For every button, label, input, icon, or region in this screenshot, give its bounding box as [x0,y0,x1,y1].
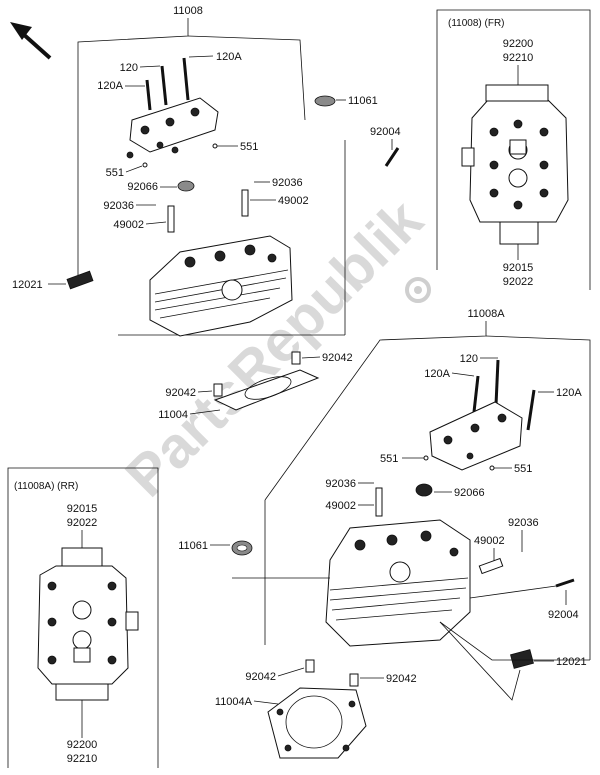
rear-label-92066: 92066 [454,487,485,499]
front-label-92042-upper: 92042 [322,352,353,364]
rear-seal-11061 [231,540,253,556]
front-label-11004: 11004 [158,409,188,421]
front-seal-92066 [177,180,195,192]
rear-label-120a-left: 120A [424,368,450,380]
rear-plug-12021 [510,649,534,669]
inset-rr-code-92022: 92022 [67,517,98,529]
front-dowel-upper [291,351,301,365]
rear-rocker-bracket [429,401,523,471]
front-label-92036-right: 92036 [272,177,303,189]
front-label-120: 120 [120,62,138,74]
rear-label-11061: 11061 [178,540,208,552]
rear-label-92042-right: 92042 [386,673,417,685]
rear-head-assembly: 11008A 120 120A 120A 551 551 92036 49002 [178,308,591,759]
inset-fr-code-92022: 92022 [503,276,534,288]
rear-cylinder-head-illustration [325,519,471,647]
inset-rr-head-illustration [37,547,139,701]
inset-rr-title: (11008A) (RR) [14,481,78,492]
inset-fr-head-illustration [461,84,569,245]
front-label-92066: 92066 [127,181,158,193]
rear-label-92036-right: 92036 [508,517,539,529]
watermark-gear-icon [405,277,431,303]
inset-rr-code-92015: 92015 [67,503,98,515]
front-label-49002-right: 49002 [278,195,309,207]
front-head-assembly: 11008 120 120A 120A 551 551 [12,5,401,421]
rear-label-12021: 12021 [556,656,587,668]
rear-label-120: 120 [460,353,478,365]
inset-rr-code-92210: 92210 [67,753,98,765]
front-label-92004: 92004 [370,126,401,138]
inset-front-head: (11008) (FR) 92200 92210 92015 92022 [436,9,591,290]
inset-fr-title: (11008) (FR) [448,18,505,29]
front-label-92036-left: 92036 [103,200,134,212]
rear-label-551-left: 551 [380,453,398,465]
front-dowel-lower [213,383,223,397]
front-label-551-right: 551 [240,141,258,153]
front-cylinder-head-illustration [149,235,293,337]
rear-dowel-left [305,659,315,673]
front-bolts [145,57,190,111]
inset-fr-code-92210: 92210 [503,52,534,64]
rear-dowel-right [349,673,359,687]
rear-label-11004a: 11004A [215,696,253,708]
rear-label-49002-left: 49002 [325,500,356,512]
front-head-gasket-11004 [213,369,320,411]
front-direction-arrow-icon [10,22,52,60]
front-rocker-bracket [126,97,219,159]
front-label-49002-left: 49002 [113,219,144,231]
front-label-551-left: 551 [106,167,124,179]
front-label-11061: 11061 [348,95,378,107]
front-label-12021: 12021 [12,279,43,291]
rear-head-gasket-11004a [267,687,367,759]
inset-rear-head: (11008A) (RR) 92015 92022 92200 92210 [7,467,159,768]
rear-label-92004: 92004 [548,609,579,621]
rear-valve-guide-left [375,487,383,517]
rear-seal-92066 [415,483,433,497]
rear-label-92036-left: 92036 [325,478,356,490]
front-label-92042-lower: 92042 [165,387,196,399]
front-valve-guide-left [167,205,175,233]
rear-label-551-right: 551 [514,463,532,475]
inset-fr-code-92015: 92015 [503,262,534,274]
inset-fr-code-92200: 92200 [503,38,534,50]
front-plug-12021 [66,270,94,290]
front-seal-11061 [314,95,336,107]
rear-label-120a-right: 120A [556,387,582,399]
front-label-120a-right: 120A [216,51,242,63]
rear-assembly-number: 11008A [467,308,505,320]
rear-label-92042-left: 92042 [245,671,276,683]
inset-rr-code-92200: 92200 [67,739,98,751]
rear-bolts [472,359,536,431]
front-label-120a-left: 120A [97,80,123,92]
front-valve-guide-right [241,189,249,217]
rear-valve-guide-right [478,557,504,575]
front-assembly-number: 11008 [173,5,203,17]
rear-label-49002-right: 49002 [474,535,505,547]
